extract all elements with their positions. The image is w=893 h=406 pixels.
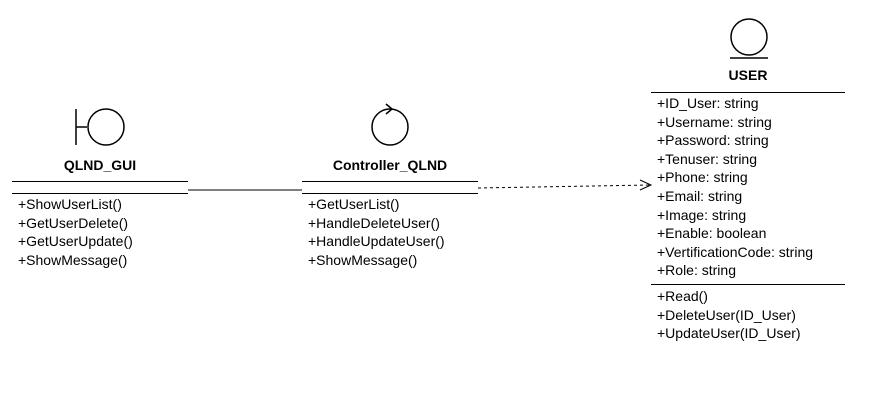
method-item: +DeleteUser(ID_User): [657, 306, 796, 323]
method-item: +GetUserDelete(): [18, 214, 129, 231]
header-divider: [12, 181, 188, 182]
attribute-item: +Image: string: [657, 206, 747, 223]
attributes-divider: [12, 193, 188, 194]
attribute-item: +Role: string: [657, 262, 736, 279]
attribute-item: +Username: string: [657, 113, 772, 130]
class-name: QLND_GUI: [63, 157, 137, 173]
method-item: +GetUserList(): [308, 196, 400, 212]
header-divider: [302, 181, 478, 182]
attribute-item: +Email: string: [657, 187, 743, 204]
method-item: +HandleUpdateUser(): [308, 233, 445, 250]
attribute-item: +Tenuser: string: [657, 150, 757, 167]
method-item: +ShowMessage(): [308, 251, 418, 268]
method-item: +Read(): [657, 287, 708, 304]
attributes-section: +ID_User: string +Username: string +Passwo…: [651, 93, 845, 284]
header-divider: [651, 92, 845, 93]
method-item: +GetUserUpdate(): [18, 233, 133, 250]
attributes-section: [302, 182, 478, 193]
attribute-item: +Phone: string: [657, 169, 748, 186]
class-name: USER: [728, 67, 768, 83]
class-user: USER +ID_User: string +Username: string +P…: [651, 67, 845, 343]
control-icon: [371, 103, 409, 146]
method-item: +UpdateUser(ID_User): [657, 325, 801, 342]
dependency-arrowhead: [639, 179, 653, 191]
attributes-section: [12, 182, 188, 193]
dependency-controller-user: [477, 184, 651, 189]
methods-section: +GetUserList() +HandleDeleteUser() +Handle…: [302, 194, 478, 269]
class-controller-qlnd: Controller_QLND +GetUserList() +HandleDel…: [302, 157, 478, 269]
method-item: +ShowMessage(): [18, 251, 128, 268]
class-name: Controller_QLND: [332, 157, 448, 173]
attribute-item: +ID_User: string: [657, 95, 759, 111]
attributes-divider: [302, 193, 478, 194]
methods-section: +Read() +DeleteUser(ID_User) +UpdateUser(I…: [651, 285, 845, 343]
methods-section: +ShowUserList() +GetUserDelete() +GetUserU…: [12, 194, 188, 269]
attribute-item: +VertificationCode: string: [657, 243, 814, 260]
method-item: +ShowUserList(): [18, 196, 122, 212]
class-qlnd-gui: QLND_GUI +ShowUserList() +GetUserDelete()…: [12, 157, 188, 269]
attribute-item: +Password: string: [657, 132, 769, 149]
method-item: +HandleDeleteUser(): [308, 214, 440, 231]
attribute-item: +Enable: boolean: [657, 225, 767, 242]
boundary-icon: [75, 108, 125, 146]
entity-icon: [730, 18, 768, 59]
attributes-divider: [651, 283, 845, 285]
